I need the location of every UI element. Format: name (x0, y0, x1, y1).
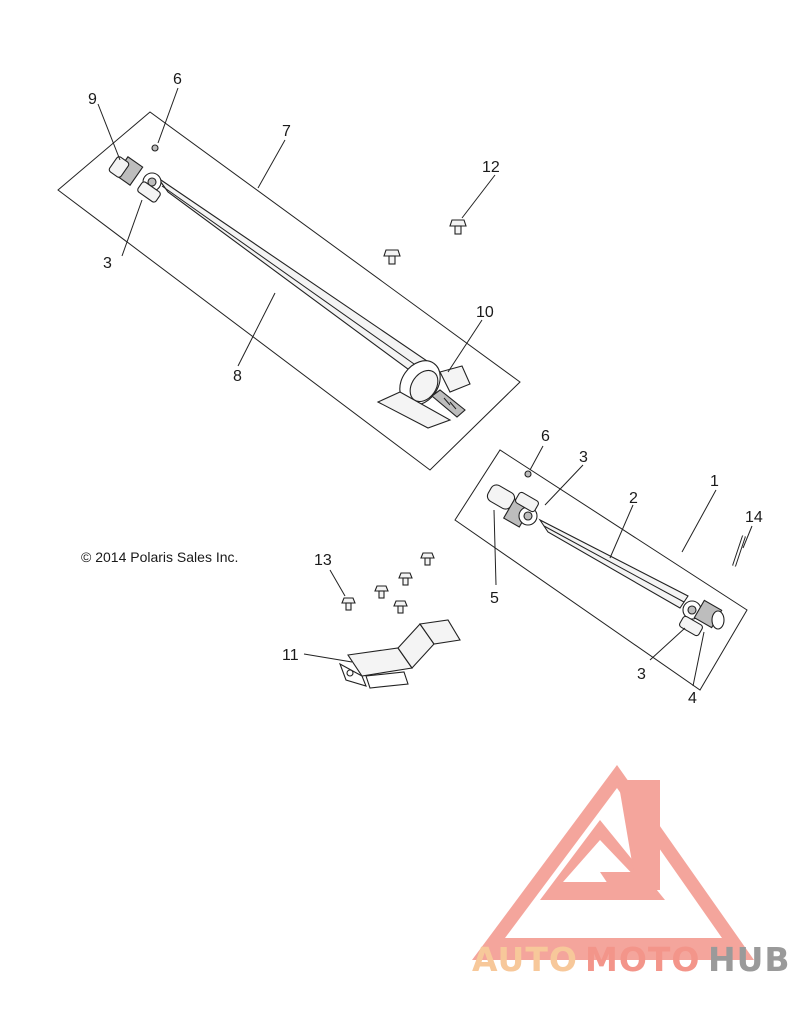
callout-1: 1 (710, 473, 719, 490)
callout-3-lower-top: 3 (579, 449, 588, 466)
callout-9: 9 (88, 91, 97, 108)
front-prop-shaft (108, 156, 471, 429)
assembly-box-rear-shaft (454, 449, 748, 691)
callout-8: 8 (233, 368, 242, 385)
callout-6-lower: 6 (541, 428, 550, 445)
callout-2: 2 (629, 490, 638, 507)
bolt-icon (383, 249, 401, 265)
callout-10: 10 (476, 304, 494, 321)
callout-7: 7 (282, 123, 291, 140)
grease-fitting-icon (151, 144, 159, 152)
callout-4: 4 (688, 690, 697, 707)
copyright-text: © 2014 Polaris Sales Inc. (81, 549, 238, 565)
callout-3-upper: 3 (103, 255, 112, 272)
callout-12: 12 (482, 159, 500, 176)
callout-13: 13 (314, 552, 332, 569)
logo-text-moto: MOTO (585, 940, 700, 979)
callout-11: 11 (282, 647, 299, 664)
automotohub-logo: AUTO MOTO HUB (472, 765, 791, 979)
rear-prop-shaft (486, 484, 725, 637)
logo-text-auto: AUTO (472, 940, 578, 979)
callout-14: 14 (745, 509, 763, 526)
logo-text-hub: HUB (708, 940, 791, 979)
bolt-icon (393, 600, 408, 614)
bolt-icon (341, 597, 356, 611)
assembly-box-front-shaft (57, 111, 521, 471)
bracket-11 (338, 619, 461, 689)
grease-fitting-icon (524, 470, 532, 478)
callout-3-lower-bottom: 3 (637, 666, 646, 683)
bolt-icon (398, 572, 413, 586)
bolt-icon (449, 219, 467, 235)
bolt-icon (374, 585, 389, 599)
callout-5: 5 (490, 590, 499, 607)
callout-6-upper: 6 (173, 71, 182, 88)
bolt-icon (420, 552, 435, 566)
